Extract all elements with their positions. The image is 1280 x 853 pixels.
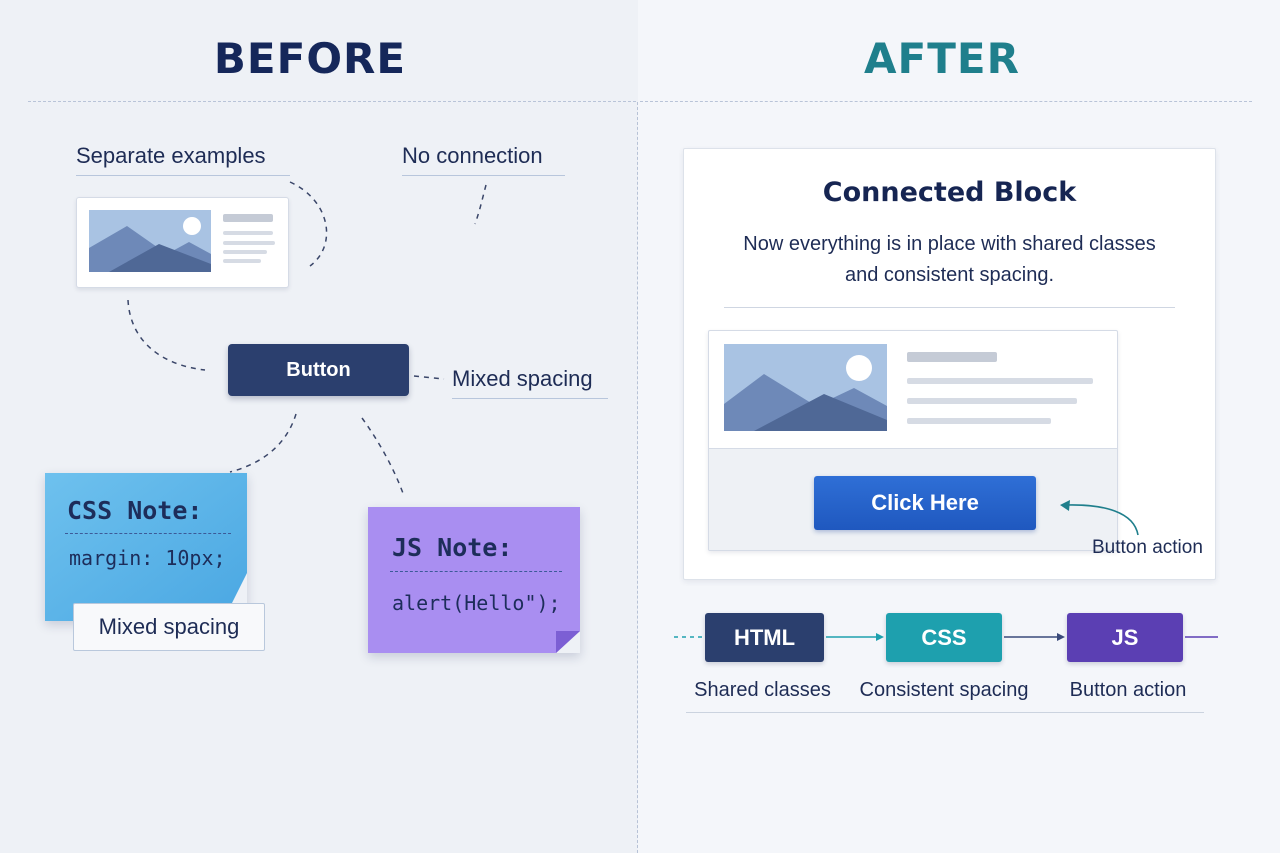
center-divider [637,102,638,853]
css-note-code: margin: 10px; [69,546,226,570]
card-rule [724,307,1175,308]
text-line [223,214,273,222]
mixed-spacing-label: Mixed spacing [452,366,608,399]
step-caption-css: Consistent spacing [859,679,1029,701]
css-note-rule [65,533,231,534]
connected-block-card: Connected Block Now everything is in pla… [683,148,1216,580]
step-caption-html: Shared classes [694,679,831,701]
text-line [907,398,1077,404]
step-caption-js: Button action [1069,679,1187,701]
after-title: AFTER [864,34,1020,83]
content-card: Click Here [708,330,1118,551]
mixed-spacing-box: Mixed spacing [73,603,265,651]
separate-examples-label: Separate examples [76,143,290,176]
before-panel [0,0,638,853]
js-note-title: JS Note: [392,533,513,562]
steps-rule [686,712,1204,713]
js-note-rule [390,571,562,572]
after-header-divider [640,101,1252,102]
text-line [223,231,273,235]
before-title: BEFORE [213,34,407,83]
text-line [907,352,997,362]
card-description: Now everything is in place with shared c… [714,229,1185,291]
text-line [223,250,267,254]
click-here-button[interactable]: Click Here [814,476,1036,530]
css-note: CSS Note: margin: 10px; [45,473,247,621]
card-footer: Click Here [709,448,1117,550]
text-line [907,418,1051,424]
text-line [223,241,275,245]
css-note-title: CSS Note: [67,496,203,525]
example-button[interactable]: Button [228,344,409,396]
example-card [76,197,289,288]
css-note-background [45,473,247,621]
card-title: Connected Block [822,177,1077,208]
button-action-annotation: Button action [1092,537,1203,558]
step-js: JS [1067,613,1183,662]
before-header-divider [28,101,636,102]
card-desc-line-1: Now everything is in place with shared c… [743,233,1156,255]
js-note: JS Note: alert(Hello"); [368,507,580,653]
card-desc-line-2: and consistent spacing. [844,264,1055,286]
image-placeholder-icon [724,344,887,431]
step-css: CSS [886,613,1002,662]
text-line [907,378,1093,384]
step-html: HTML [705,613,824,662]
no-connection-label: No connection [402,143,565,176]
text-line [223,259,261,263]
js-note-code: alert(Hello"); [392,591,561,615]
js-note-background [368,507,580,653]
image-placeholder-icon [89,210,211,272]
